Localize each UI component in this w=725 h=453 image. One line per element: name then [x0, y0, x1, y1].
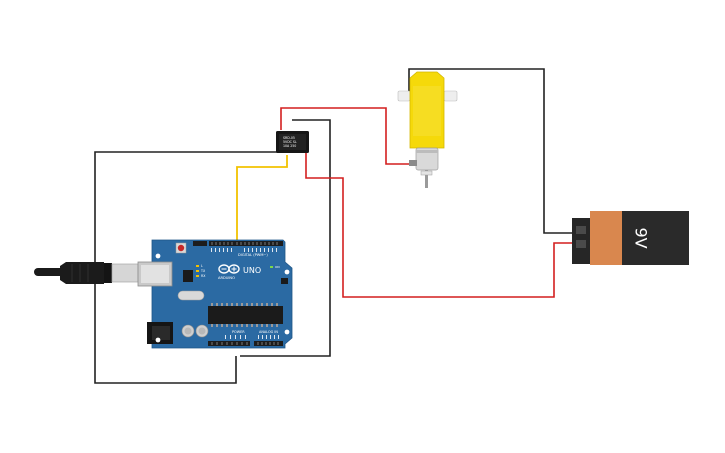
- label-tx: TX: [200, 269, 206, 273]
- motor-terminal: [409, 160, 417, 166]
- label-on: ON: [275, 265, 280, 269]
- relay-label-2: 5VDC SL: [283, 140, 297, 144]
- board-brand: ARDUINO: [218, 276, 235, 280]
- motor-left-nub: [397, 90, 411, 102]
- usb-plug-housing: [60, 262, 104, 284]
- mounting-hole: [155, 253, 161, 259]
- relay-label-1: SRD-05: [283, 136, 295, 140]
- usb-cable[interactable]: [34, 262, 139, 284]
- label-l: L: [201, 264, 203, 268]
- usb-connector: [111, 263, 139, 283]
- motor-shaft: [425, 170, 428, 188]
- crystal: [177, 290, 205, 301]
- mounting-hole: [284, 329, 290, 335]
- battery-body-dark: [622, 211, 689, 265]
- battery-9v[interactable]: 9V: [572, 211, 689, 265]
- wire-yellow-signal[interactable]: [236, 155, 288, 241]
- wire-black-relay-arduino[interactable]: [240, 119, 331, 357]
- analog-header: [254, 341, 283, 346]
- motor-right-nub: [443, 90, 458, 102]
- atmega-chip: [208, 306, 283, 324]
- board-name: UNO: [243, 266, 261, 275]
- wire-red-relay-battery[interactable]: [305, 145, 578, 298]
- battery-body-orange: [590, 211, 622, 265]
- label-rx: RX: [201, 274, 206, 278]
- battery-label: 9V: [632, 227, 651, 248]
- relay[interactable]: SRD-05 5VDC SL 10A 250: [276, 131, 309, 153]
- digital-header-label: DIGITAL (PWM~): [238, 253, 268, 257]
- arduino-logo: [218, 264, 240, 274]
- power-header-label: POWER: [232, 330, 245, 334]
- mounting-hole: [284, 269, 290, 275]
- mounting-hole: [155, 337, 161, 343]
- arduino-uno[interactable]: DIGITAL (PWM~) L TX RX UNO ARDUINO: [137, 239, 293, 349]
- wire-black-ground-loop[interactable]: [94, 151, 278, 384]
- relay-label-3: 10A 250: [283, 144, 296, 148]
- digital-pins: [211, 242, 278, 245]
- analog-header-label: ANALOG IN: [259, 330, 278, 334]
- wire-black-motor-battery[interactable]: [408, 68, 578, 234]
- wires: [94, 68, 578, 384]
- wire-red-relay-motor[interactable]: [280, 107, 410, 165]
- power-header: [208, 341, 250, 346]
- dc-motor[interactable]: [397, 71, 458, 188]
